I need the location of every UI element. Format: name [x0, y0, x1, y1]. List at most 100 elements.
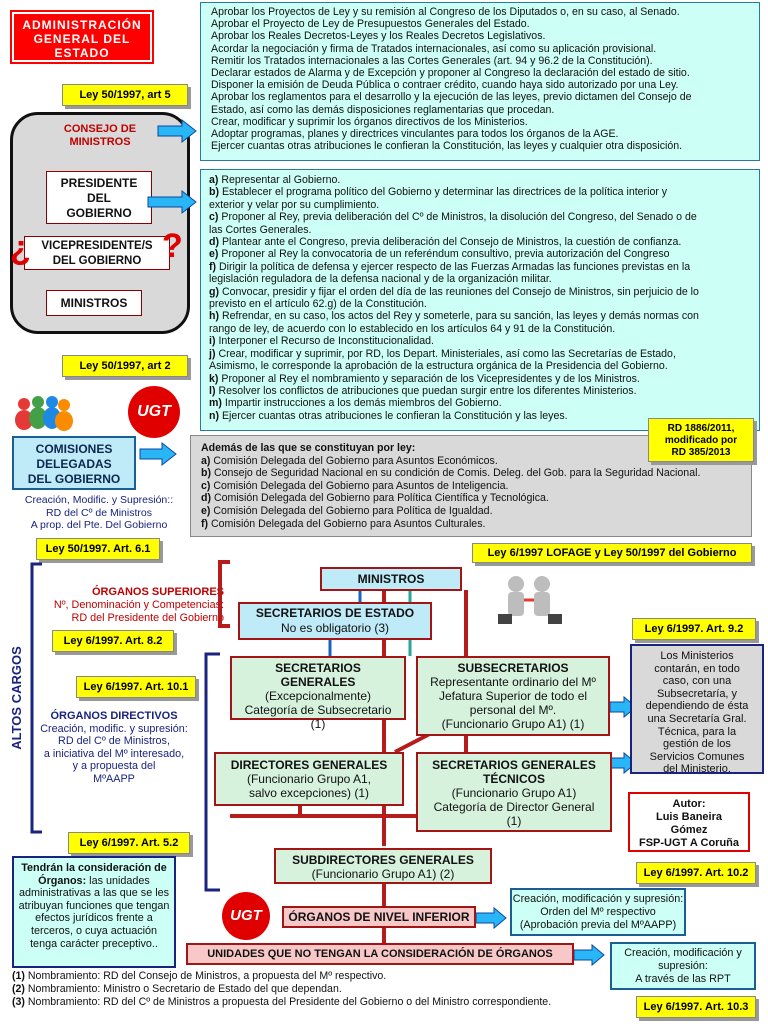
list-item: (1) Nombramiento: RD del Consejo de Mini… [12, 970, 632, 983]
inferior-note: Creación, modificación y supresión: Orde… [510, 888, 686, 936]
title-box: ADMINISTRACIÓN GENERAL DEL ESTADO [12, 12, 152, 62]
list-item: Remitir los Tratados internacionales a l… [211, 54, 653, 67]
organos-superiores: ÓRGANOS SUPERIORES Nº, Denominación y Co… [24, 586, 224, 625]
list-key: i) [209, 335, 216, 348]
unidades-note-line: A través de las RPT [635, 973, 731, 985]
arrow-right-icon [139, 441, 177, 467]
organos-superiores-line: Nº, Denominación y Competencias: [53, 599, 224, 611]
sec-gen-line: Categoría de Subsecretario [244, 703, 392, 717]
rd-note: RD 1886/2011, modificado por RD 385/2013 [648, 418, 754, 462]
ley50-art61-note: Ley 50/1997. Art. 6.1 [36, 538, 160, 560]
rd-line: modificado por [664, 435, 738, 446]
list-item: c) Proponer al Rey, previa deliberación … [209, 211, 751, 223]
list-item: Aprobar los reglamentos para el desarrol… [211, 91, 692, 104]
ley50-art5-note: Ley 50/1997, art 5 [62, 84, 188, 106]
list-item: Aprobar el Proyecto de Ley de Presupuest… [211, 18, 530, 31]
list-item: h) Refrendar, en su caso, los actos del … [209, 310, 751, 322]
vice-line: VICEPRESIDENTE/S [41, 240, 153, 252]
list-item: previsto en el artículo 62.g) de la Cons… [209, 298, 751, 310]
art82-note: Ley 6/1997. Art. 8.2 [52, 630, 174, 652]
list-text: Comisión Delegada del Gobierno para Polí… [213, 492, 549, 505]
org-unidades: UNIDADES QUE NO TENGAN LA CONSIDERACIÓN … [186, 943, 574, 965]
list-item: del Ministerio. [663, 763, 731, 776]
unidades-note: Creación, modificación y supresión: A tr… [610, 942, 756, 990]
org-secretarios-generales: SECRETARIOS GENERALES (Excepcionalmente)… [230, 656, 406, 731]
list-item: rango de ley, de acuerdo con lo establec… [209, 323, 751, 335]
sgt-line: Categoría de Director General [433, 800, 595, 814]
list-key: a) [201, 454, 211, 467]
comisiones-header: Además de las que se constituyan por ley… [201, 442, 416, 454]
list-key: (1) [12, 970, 25, 982]
list-key: m) [209, 397, 222, 410]
consideracion-line: administrativas a las que [18, 887, 138, 900]
sgt-line: (Funcionario Grupo A1) [451, 786, 577, 800]
list-item: dependiendo de ésta [645, 700, 749, 713]
list-item: d) Plantear ante el Congreso, previa del… [209, 236, 751, 248]
dir-line: DIRECTORES GENERALES [230, 758, 388, 772]
art103-note: Ley 6/1997. Art. 10.3 [636, 996, 756, 1018]
ley50-art2-note: Ley 50/1997, art 2 [62, 355, 188, 377]
list-text: Refrendar, en su caso, los actos del Rey… [221, 310, 699, 323]
list-item: Servicios Comunes [649, 750, 745, 763]
list-text: Resolver los conflictos de atribuciones … [218, 384, 637, 397]
list-text: Nombramiento: Ministro o Secretario de E… [27, 983, 342, 995]
list-item: las Cortes Generales. [209, 224, 751, 236]
subdir-line: SUBDIRECTORES GENERALES [292, 853, 474, 867]
list-item: d) Comisión Delegada del Gobierno para P… [201, 492, 741, 505]
list-text: Comisión Delegada del Gobierno para Polí… [213, 504, 493, 517]
creacion-line: RD del Cº de Ministros [46, 506, 152, 519]
list-text: Consejo de Seguridad Nacional en su cond… [213, 467, 701, 480]
list-item: una Secretaría Gral. [647, 712, 747, 725]
list-item: Aprobar los Reales Decretos-Leyes y los … [211, 30, 546, 43]
presidente-line: GOBIERNO [66, 206, 132, 220]
org-nivel-inferior: ÓRGANOS DE NIVEL INFERIOR [282, 906, 476, 928]
list-text: Proponer al Rey el nombramiento y separa… [221, 372, 640, 385]
list-text: Interponer el Recurso de Inconstituciona… [218, 335, 434, 348]
organos-directivos-line: a iniciativa del Mº interesado, [43, 747, 185, 760]
art101-note: Ley 6/1997. Art. 10.1 [76, 676, 196, 698]
art92-note: Ley 6/1997. Art. 9.2 [632, 618, 756, 640]
list-text: Convocar, presidir y fijar el orden del … [221, 285, 699, 298]
consejo-title-line: MINISTROS [69, 136, 131, 148]
consideracion-line: las unidades [89, 874, 150, 887]
comisiones-line: COMISIONES [35, 442, 113, 456]
list-item: e) Proponer al Rey la convocatoria de un… [209, 248, 751, 260]
creacion-line: A prop. del Pte. Del Gobierno [30, 519, 168, 531]
presidente-line: PRESIDENTE [60, 176, 138, 190]
subsec-line: SUBSECRETARIOS [457, 661, 569, 675]
organos-directivos: ÓRGANOS DIRECTIVOS Creación, modific. y … [28, 710, 200, 785]
autor-line: Luis Baneira [655, 811, 723, 823]
lofage-note: Ley 6/1997 LOFAGE y Ley 50/1997 del Gobi… [472, 543, 752, 563]
dir-line: (Funcionario Grupo A1, [246, 772, 372, 786]
subdir-line: (Funcionario Grupo A1) (2) [311, 867, 455, 881]
consideracion-bold: Tendrán la consideración de Órganos: [21, 862, 167, 887]
vicepresidente-box: VICEPRESIDENTE/S DEL GOBIERNO [24, 236, 170, 270]
org-directores-generales: DIRECTORES GENERALES (Funcionario Grupo … [214, 752, 404, 806]
list-key: c) [201, 479, 211, 492]
organos-directivos-line: RD del Cº de Ministros, [58, 735, 170, 747]
autor-line: FSP-UGT A Coruña [638, 837, 739, 849]
consejo-title-line: CONSEJO DE [63, 123, 137, 135]
list-item: Adoptar programas, planes y directrices … [211, 128, 619, 141]
vice-line: DEL GOBIERNO [52, 255, 142, 267]
list-item: f) Dirigir la política de defensa y ejer… [209, 261, 751, 273]
autor-line: Autor: [672, 798, 706, 810]
list-item: Crear, modificar y suprimir los órganos … [211, 115, 528, 128]
arrow-right-icon [475, 906, 507, 930]
list-item: Acordar la negociación y firma de Tratad… [211, 42, 657, 55]
list-item: gestión de los [663, 738, 731, 751]
organos-directivos-line: y a propuesta del [72, 760, 156, 772]
ugt-logo: UGT [128, 386, 180, 438]
sgt-line: TÉCNICOS [482, 772, 545, 786]
list-text: Representar al Gobierno. [221, 174, 341, 186]
list-key: l) [209, 384, 216, 397]
organos-directivos-line: MºAAPP [93, 772, 135, 785]
subsec-line: Representante ordinario del Mº [430, 675, 596, 689]
consideracion-line: se les atribuyan funciones [18, 887, 170, 912]
list-item: j) Crear, modificar y suprimir, por RD, … [209, 348, 751, 360]
org-secretarios-estado: SECRETARIOS DE ESTADO No es obligatorio … [238, 602, 432, 640]
ministros-box: MINISTROS [46, 290, 142, 316]
unidades-note-line: supresión: [658, 960, 708, 972]
list-key: c) [209, 211, 219, 224]
list-text: legislación reguladora de la defensa nac… [209, 273, 552, 286]
